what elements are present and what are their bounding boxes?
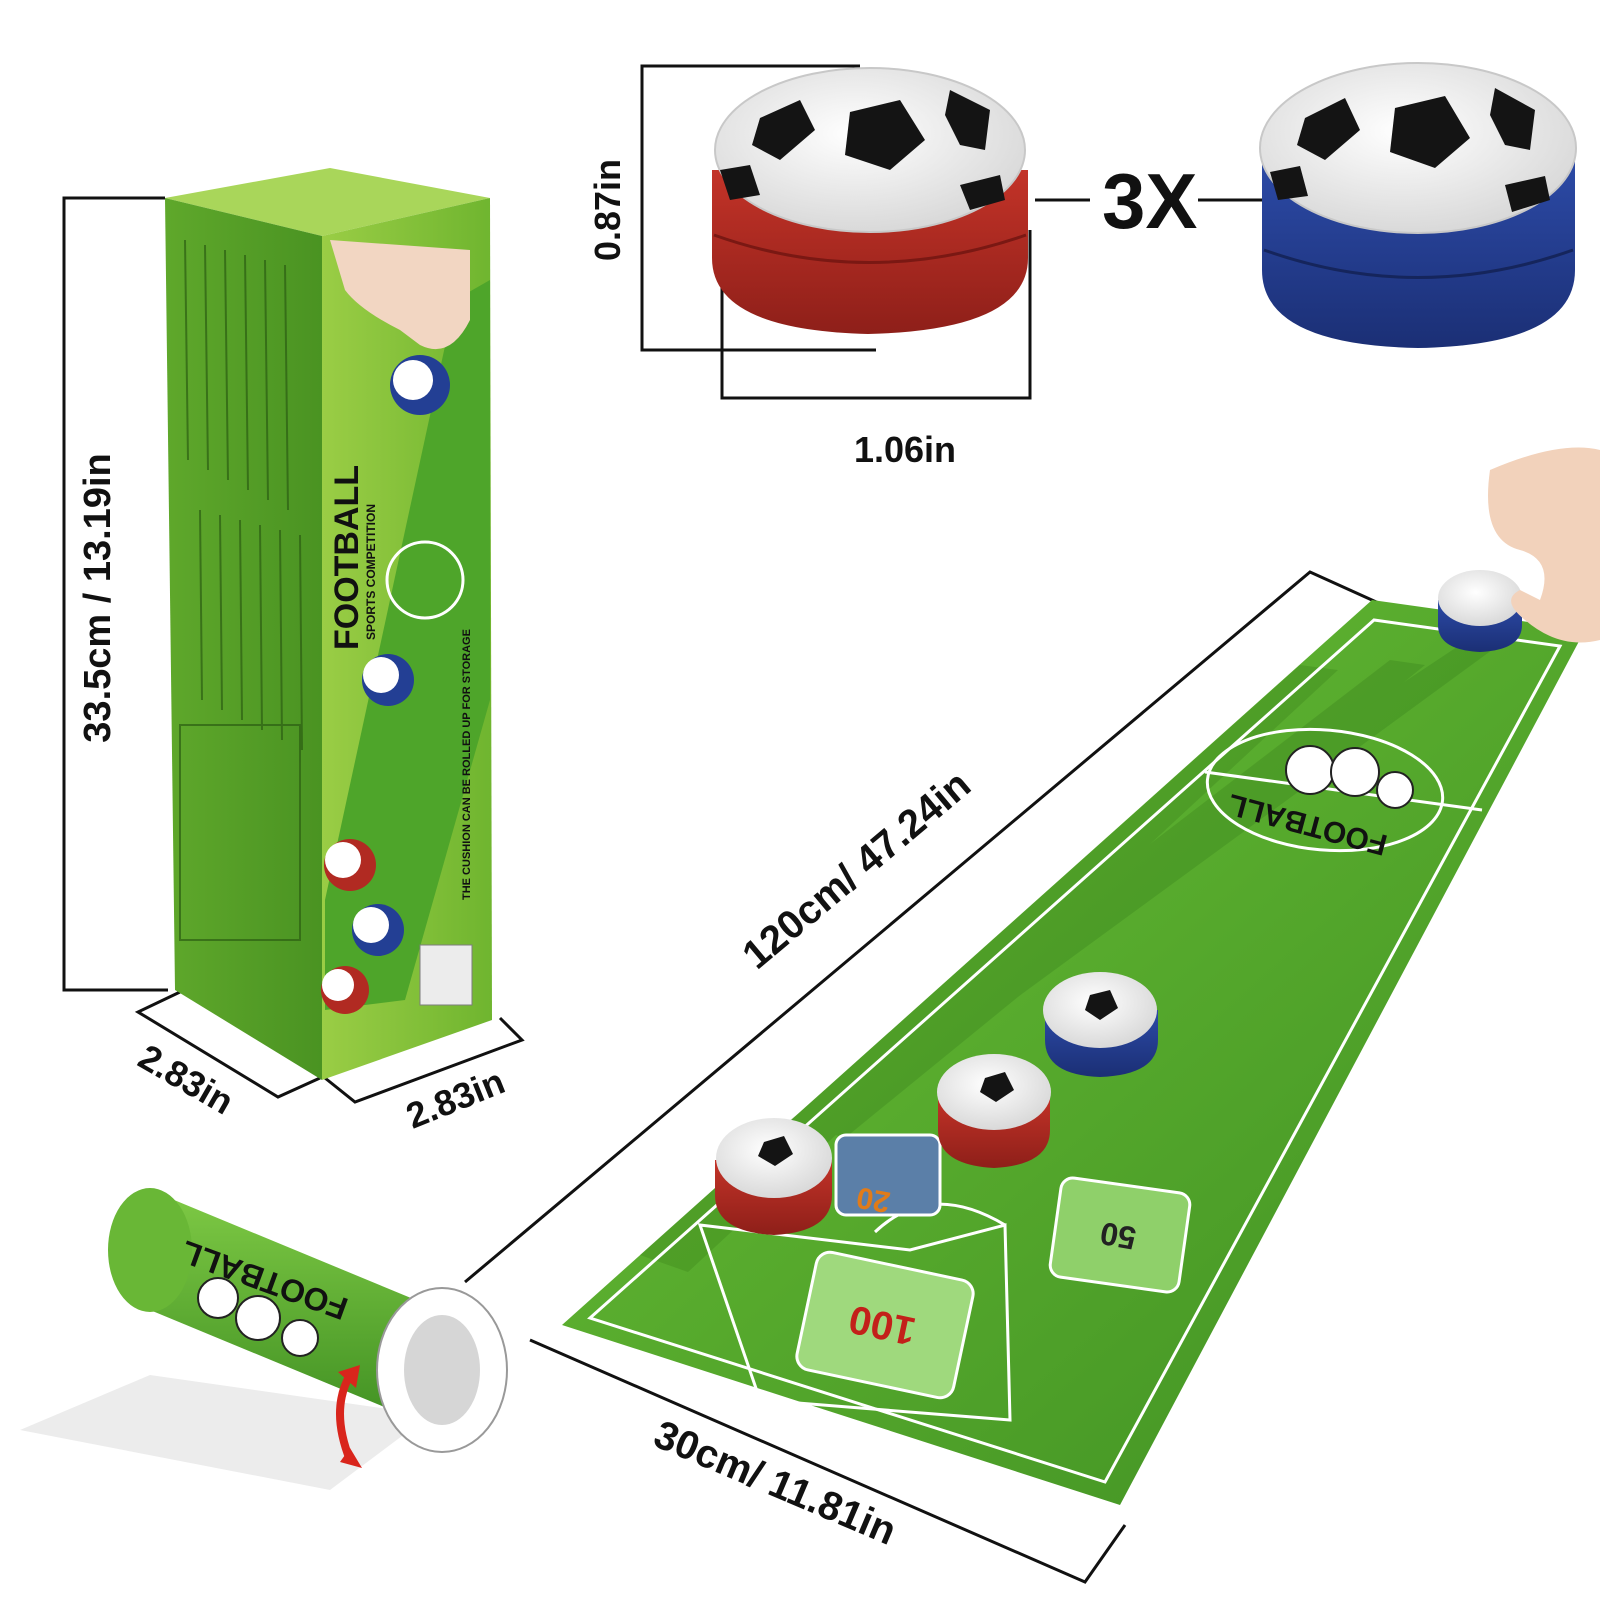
center-circle [1205,727,1445,853]
mat-puck-blue [1043,972,1158,1077]
hand-icon [1488,447,1600,643]
roll-rotate-arrow [336,1373,354,1462]
box-width-bracket-right [324,1016,525,1104]
box-height-label: 33.5cm / 13.19in [77,453,119,742]
box-height-bracket [62,196,168,992]
box-title: FOOTBALL [328,465,366,650]
score-zone-50: 50 [1048,1176,1192,1294]
box-top [165,168,490,236]
box-hand-icon [330,240,470,350]
puck-height-bracket [640,64,876,352]
box-pitch-strip [325,280,490,1010]
box-width-label-right: 2.83in [400,1060,510,1136]
box-width-bracket-left [134,990,321,1099]
roll-shadow [20,1375,430,1490]
soccer-ball-icon [1085,990,1118,1020]
score-zone-50-label: 50 [1097,1215,1138,1257]
box-instruction-text [179,239,303,941]
box-center-circle [385,540,465,620]
box-subtitle: SPORTS COMPETITION [364,504,378,640]
mat-puck-blue-top [1438,570,1522,652]
mat-group: 120cm/ 47.24in 30cm/ 11.81in FOOTBALL [464,447,1600,1584]
blue-puck [1259,62,1577,348]
mat-puck-red-2 [715,1118,832,1235]
soccer-ball-icon [1270,88,1550,212]
box-puck-red [324,839,376,891]
mat-puck-red [937,1054,1051,1168]
red-puck [712,67,1028,334]
rolled-mat: FOOTBALL [20,1188,508,1490]
soccer-ball-icon [980,1072,1014,1102]
box-puck-red-2 [321,966,369,1014]
puck-dimension-group: 0.87in 1.06in 3X [587,62,1577,470]
puck-diameter-bracket [720,230,1032,400]
box-left-face [165,198,322,1080]
puck-height-label: 0.87in [587,159,628,261]
box-note: THE CUSHION CAN BE ROLLED UP FOR STORAGE [461,629,473,900]
box-puck-blue [390,355,450,415]
product-box: FOOTBALL SPORTS COMPETITION THE CUSHION … [165,168,492,1080]
box-puck-blue-3 [352,904,404,956]
box-width-label-left: 2.83in [132,1036,241,1123]
multiplier-label: 3X [1102,157,1197,245]
soccer-ball-icon [758,1136,793,1166]
mat-length-bracket [464,570,1395,1284]
mat-width-bracket [529,1338,1127,1584]
soccer-ball-icon [720,90,1005,210]
box-puck-blue-2 [362,654,414,706]
score-zone-100: 100 [795,1250,975,1400]
box-dimension-group: 33.5cm / 13.19in 2.83in 2.83in [62,168,525,1137]
mat-width-label: 30cm/ 11.81in [648,1412,903,1553]
score-zone-20: 20 [834,1133,942,1219]
puck-diameter-label: 1.06in [854,429,956,470]
box-roll-thumbnail [419,944,473,1006]
score-zone-20-label: 20 [854,1180,893,1218]
mat-length-label: 120cm/ 47.24in [734,762,979,977]
